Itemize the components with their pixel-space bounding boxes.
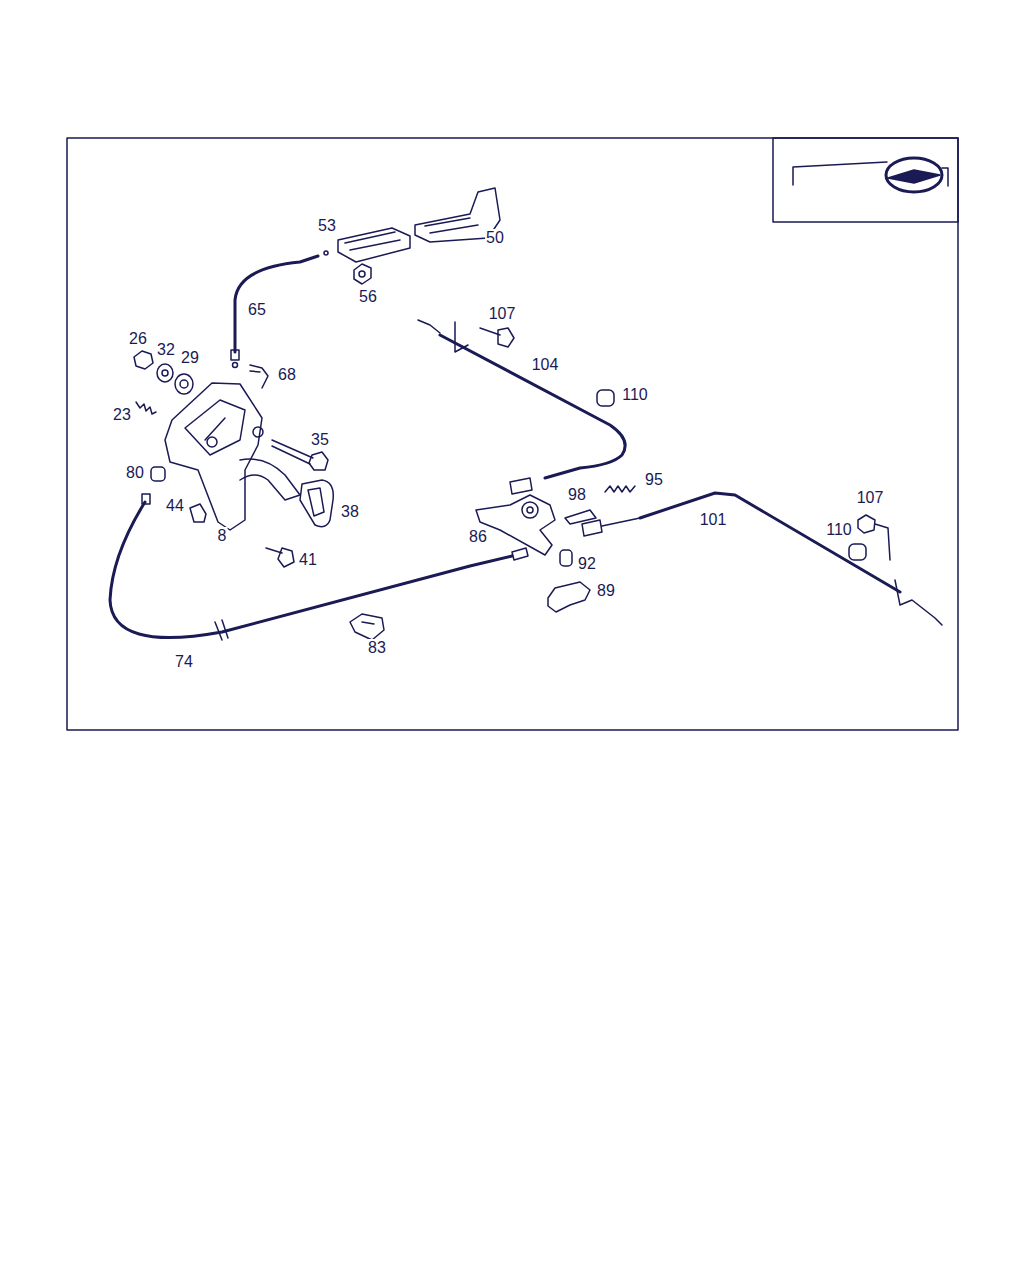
callout-number: 26 <box>128 330 148 348</box>
callout-number: 56 <box>358 288 378 306</box>
callout-number: 32 <box>156 341 176 359</box>
callout-number: 29 <box>180 349 200 367</box>
callout-number: 35 <box>310 431 330 449</box>
callout-number: 92 <box>577 555 597 573</box>
callout-number: 41 <box>298 551 318 569</box>
callout-number: 38 <box>340 503 360 521</box>
callout-number: 107 <box>488 305 517 323</box>
callout-number: 65 <box>247 301 267 319</box>
callout-number: 23 <box>112 406 132 424</box>
callout-number: 86 <box>468 528 488 546</box>
callout-number: 110 <box>621 386 649 404</box>
callout-number: 89 <box>596 582 616 600</box>
callout-number: 44 <box>165 497 185 515</box>
callout-number: 50 <box>485 229 505 247</box>
callout-number: 104 <box>531 356 560 374</box>
callout-number: 74 <box>174 653 194 671</box>
callout-number: 80 <box>125 464 145 482</box>
callout-number: 101 <box>699 511 728 529</box>
callout-number: 68 <box>277 366 297 384</box>
callout-number: 98 <box>567 486 587 504</box>
callout-number: 110 <box>825 521 853 539</box>
callout-number: 107 <box>856 489 885 507</box>
callout-number: 95 <box>644 471 664 489</box>
callout-number: 83 <box>367 639 387 657</box>
callout-number: 8 <box>217 527 228 545</box>
callout-number: 53 <box>317 217 337 235</box>
